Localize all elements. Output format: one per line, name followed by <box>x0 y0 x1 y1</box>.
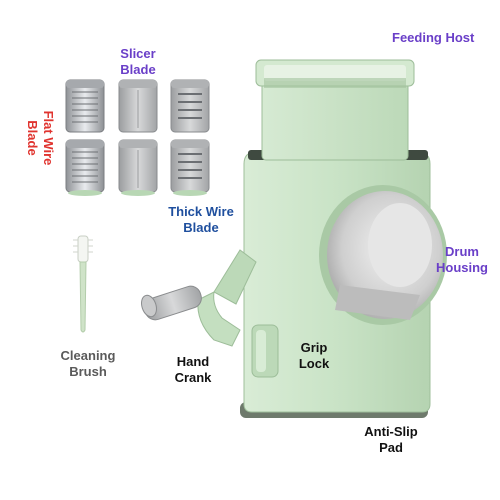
hand-crank <box>141 249 257 347</box>
cleaning-brush-label: Cleaning Brush <box>60 348 116 379</box>
flat-wire-blade-2 <box>65 139 105 196</box>
slicer-blade-2 <box>118 139 158 196</box>
grater-body <box>240 150 447 418</box>
anti-slip-pad-label: Anti-Slip Pad <box>364 424 418 455</box>
cleaning-brush <box>73 235 93 333</box>
hand-crank-label: Hand Crank <box>174 354 212 385</box>
slicer-blade-1 <box>118 79 158 133</box>
slicer-blade-label: Slicer Blade <box>120 46 156 77</box>
drum-housing-label: Drum Housing <box>436 244 488 275</box>
thick-wire-blade-label: Thick Wire Blade <box>168 204 234 235</box>
thick-wire-blade-2 <box>170 139 210 196</box>
feeding-host <box>255 59 415 161</box>
thick-wire-blade-1 <box>170 79 210 133</box>
grip-lock-label: Grip Lock <box>298 340 330 371</box>
flat-wire-blade-1 <box>65 79 105 133</box>
flat-wire-blade-label: Flat Wire Blade <box>25 110 56 166</box>
feeding-host-label: Feeding Host <box>392 30 475 45</box>
